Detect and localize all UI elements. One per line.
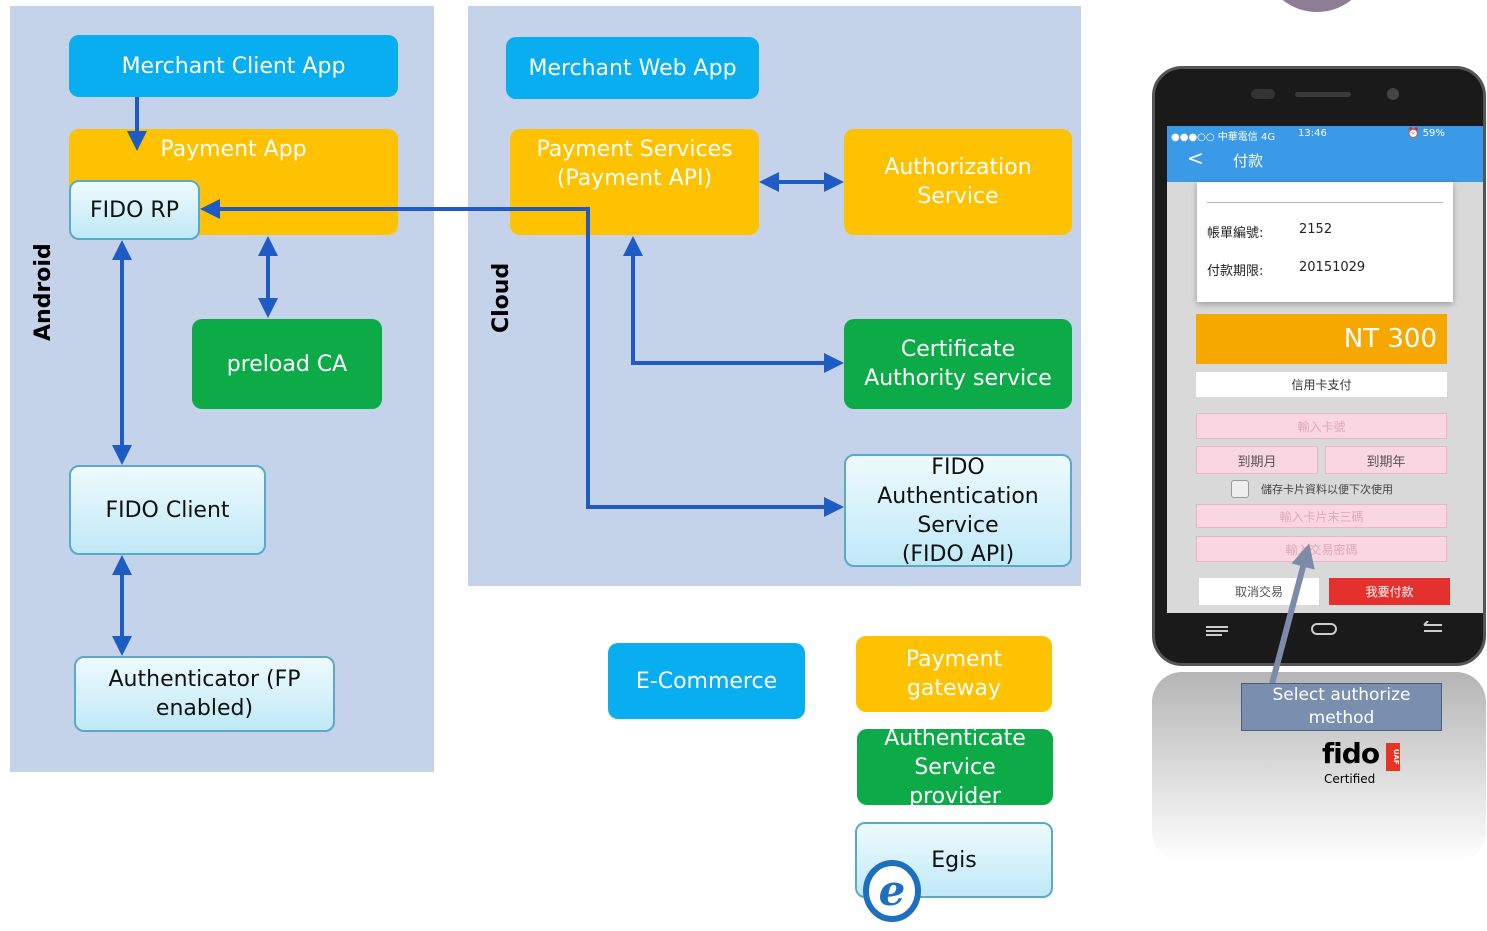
authenticator-box: Authenticator (FP enabled) [74, 656, 335, 732]
payment-method[interactable]: 信用卡支付 [1196, 372, 1447, 397]
amount-display: NT 300 [1196, 314, 1447, 364]
due-date-label: 付款期限: [1207, 264, 1264, 279]
expiry-month-select[interactable]: 到期月 [1196, 446, 1318, 474]
fido-client-box: FIDO Client [69, 465, 266, 555]
bill-number-label: 帳單編號: [1207, 226, 1264, 241]
pay-button[interactable]: 我要付款 [1329, 578, 1450, 605]
back-nav-icon[interactable] [1420, 620, 1444, 634]
merchant-client-app-box: Merchant Client App [69, 35, 398, 97]
payment-app-label: Payment App [160, 137, 307, 162]
fido-wordmark: fido [1322, 737, 1380, 770]
due-date-value: 20151029 [1299, 260, 1366, 275]
certificate-authority-box: Certificate Authority service [844, 319, 1072, 409]
screen-title: 付款 [1233, 152, 1264, 170]
save-card-checkbox[interactable] [1231, 480, 1249, 498]
bill-number-value: 2152 [1299, 222, 1333, 237]
legend-payment-gateway: Payment gateway [856, 636, 1052, 712]
cvv-input[interactable]: 輸入卡片末三碼 [1196, 504, 1447, 528]
legend-auth-provider: Authenticate Service provider [857, 726, 1053, 809]
card-divider [1207, 202, 1443, 203]
save-card-label: 儲存卡片資料以便下次使用 [1261, 483, 1393, 496]
merchant-web-app-box: Merchant Web App [506, 37, 759, 99]
arrow-rp-fidoauth [200, 199, 844, 517]
phone-screen: ●●●○○ 中華電信 4G 13:46 ⏰ 59% < 付款 帳單編號: 215… [1167, 126, 1483, 613]
phone-camera [1387, 88, 1399, 100]
fido-certified-label: Certified [1324, 772, 1376, 786]
fido-auth-service-box: FIDO Authentication Service (FIDO API) [844, 454, 1072, 567]
authorization-service-box: Authorization Service [844, 129, 1072, 235]
home-icon[interactable] [1310, 621, 1338, 635]
fido-logo: fido UAF Certified [1320, 737, 1402, 787]
card-number-input[interactable]: 輸入卡號 [1196, 413, 1447, 439]
select-authorize-callout: Select authorize method [1241, 683, 1442, 731]
status-time: 13:46 [1298, 128, 1327, 139]
fido-uaf-badge: UAF [1386, 743, 1400, 771]
phone-earpiece [1295, 92, 1351, 97]
legend-ecommerce: E-Commerce [608, 643, 805, 719]
phone-status-bar: ●●●○○ 中華電信 4G 13:46 ⏰ 59% < 付款 [1167, 126, 1483, 182]
connector-arrows [112, 97, 844, 656]
expiry-year-select[interactable]: 到期年 [1325, 446, 1447, 474]
amount-value: NT 300 [1343, 324, 1437, 354]
menu-icon[interactable] [1206, 622, 1228, 636]
payment-services-label: Payment Services (Payment API) [536, 137, 733, 191]
legend-egis: e Egis [855, 822, 1053, 922]
back-icon[interactable]: < [1187, 146, 1204, 170]
fido-rp-box: FIDO RP [69, 180, 200, 240]
status-battery: ⏰ 59% [1407, 128, 1445, 139]
egis-label: Egis [931, 847, 977, 873]
callout-text: Select authorize method [1272, 685, 1411, 728]
callout-arrow [1269, 543, 1315, 685]
status-carrier: ●●●○○ 中華電信 4G [1171, 132, 1276, 143]
bill-card: 帳單編號: 2152 付款期限: 20151029 [1197, 182, 1453, 302]
phone-sensor [1251, 89, 1275, 99]
